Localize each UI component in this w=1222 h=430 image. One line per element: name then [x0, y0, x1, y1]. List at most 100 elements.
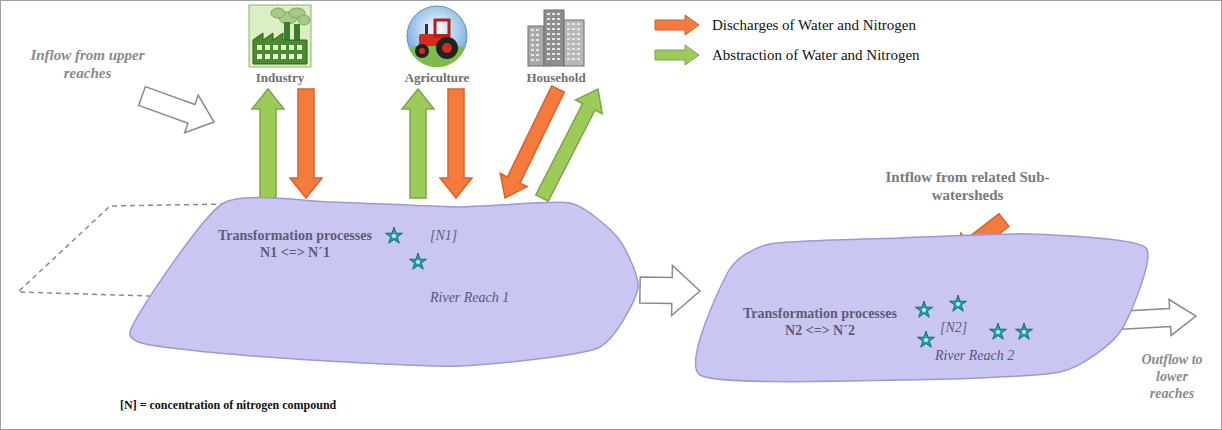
particle-core	[416, 260, 420, 264]
reach-name: River Reach 1	[430, 290, 509, 307]
legend-text: Discharges of Water and Nitrogen	[712, 17, 916, 34]
tractor-cab	[435, 20, 449, 36]
particle-core	[924, 338, 928, 342]
building	[544, 10, 564, 66]
abstraction-arrow	[402, 89, 434, 198]
tractor-icon	[405, 4, 469, 68]
window-row	[547, 33, 561, 35]
window-row	[531, 49, 541, 51]
window	[273, 45, 278, 50]
window-row	[531, 29, 541, 31]
household-node: Household	[511, 4, 601, 89]
nitrogen-particle	[917, 331, 934, 347]
icon-ground	[249, 5, 311, 67]
window-row	[567, 23, 581, 25]
particle-core	[1022, 330, 1026, 334]
chimney	[294, 24, 300, 42]
window	[265, 45, 270, 50]
window-row	[547, 53, 561, 55]
process-text: Transformation processes N1 <=> N´1	[210, 228, 380, 262]
legend-row: Abstraction of Water and Nitrogen	[652, 40, 920, 70]
window	[257, 45, 262, 50]
reach-name: River Reach 2	[935, 348, 1014, 365]
window-row	[547, 48, 561, 50]
window-row	[547, 28, 561, 30]
nitrogen-particle	[915, 301, 932, 317]
window	[281, 54, 286, 59]
footnote: [N] = concentration of nitrogen compound	[120, 398, 336, 412]
legend: Discharges of Water and NitrogenAbstract…	[652, 10, 920, 70]
chimney	[284, 22, 290, 42]
hub	[442, 43, 452, 53]
tractor-exhaust	[425, 24, 428, 34]
river-surface	[130, 198, 638, 367]
window	[257, 54, 262, 59]
subwatershed-note: Intflow from related Sub-watersheds	[880, 168, 1055, 204]
abstraction-arrow	[536, 89, 602, 201]
smoke	[271, 8, 285, 18]
nitrogen-particle	[409, 253, 426, 269]
window-row	[547, 43, 561, 45]
abstraction-arrow	[252, 89, 284, 198]
window-row	[531, 44, 541, 46]
window	[289, 54, 294, 59]
window-row	[547, 23, 561, 25]
city-icon	[524, 4, 588, 68]
sector-label: Household	[511, 70, 601, 86]
factory-building	[253, 33, 307, 64]
window-row	[531, 54, 541, 56]
factory-icon	[248, 4, 312, 68]
sector-label: Industry	[235, 70, 325, 86]
hub	[419, 48, 425, 54]
window-row	[567, 43, 581, 45]
smoke	[298, 15, 310, 25]
window	[289, 45, 294, 50]
inflow-note: Inflow from upper reaches	[30, 46, 145, 82]
window-row	[531, 59, 541, 61]
building	[528, 26, 544, 66]
window	[265, 54, 270, 59]
legend-row: Discharges of Water and Nitrogen	[652, 10, 920, 40]
particle-core	[392, 234, 396, 238]
legend-swatch	[652, 43, 702, 67]
industry-node: Industry	[235, 4, 325, 89]
river-reach: Transformation processes N2 <=> N´2 [N2] R…	[700, 232, 1150, 382]
window-row	[531, 39, 541, 41]
window	[297, 54, 302, 59]
sector-label: Agriculture	[392, 70, 482, 86]
river-surface	[696, 234, 1148, 382]
window-row	[567, 33, 581, 35]
window-row	[531, 34, 541, 36]
wheel	[415, 44, 429, 58]
window-row	[567, 28, 581, 30]
discharge-arrow	[440, 89, 472, 198]
window	[297, 45, 302, 50]
particle-core	[996, 330, 1000, 334]
window-row	[567, 53, 581, 55]
window-row	[547, 18, 561, 20]
reach-flow-arrow	[640, 266, 700, 316]
concentration-label: [N1]	[430, 228, 457, 245]
window	[281, 45, 286, 50]
legend-swatch	[652, 13, 702, 37]
nitrogen-particle	[989, 323, 1006, 339]
nitrogen-particle	[1015, 323, 1032, 339]
river-reach: Transformation processes N1 <=> N´1 [N1] R…	[130, 198, 640, 372]
inflow-arrow	[139, 87, 214, 133]
process-text: Transformation processes N2 <=> N´2	[735, 306, 905, 340]
window	[273, 54, 278, 59]
building	[564, 20, 584, 66]
concentration-label: [N2]	[940, 320, 967, 337]
river-shape	[130, 198, 640, 372]
legend-text: Abstraction of Water and Nitrogen	[712, 47, 920, 64]
nitrogen-particle	[385, 227, 402, 243]
window-row	[567, 58, 581, 60]
window-row	[547, 58, 561, 60]
particle-core	[922, 308, 926, 312]
particle-core	[956, 302, 960, 306]
window-row	[547, 38, 561, 40]
window-row	[567, 48, 581, 50]
discharge-arrow	[290, 89, 322, 198]
